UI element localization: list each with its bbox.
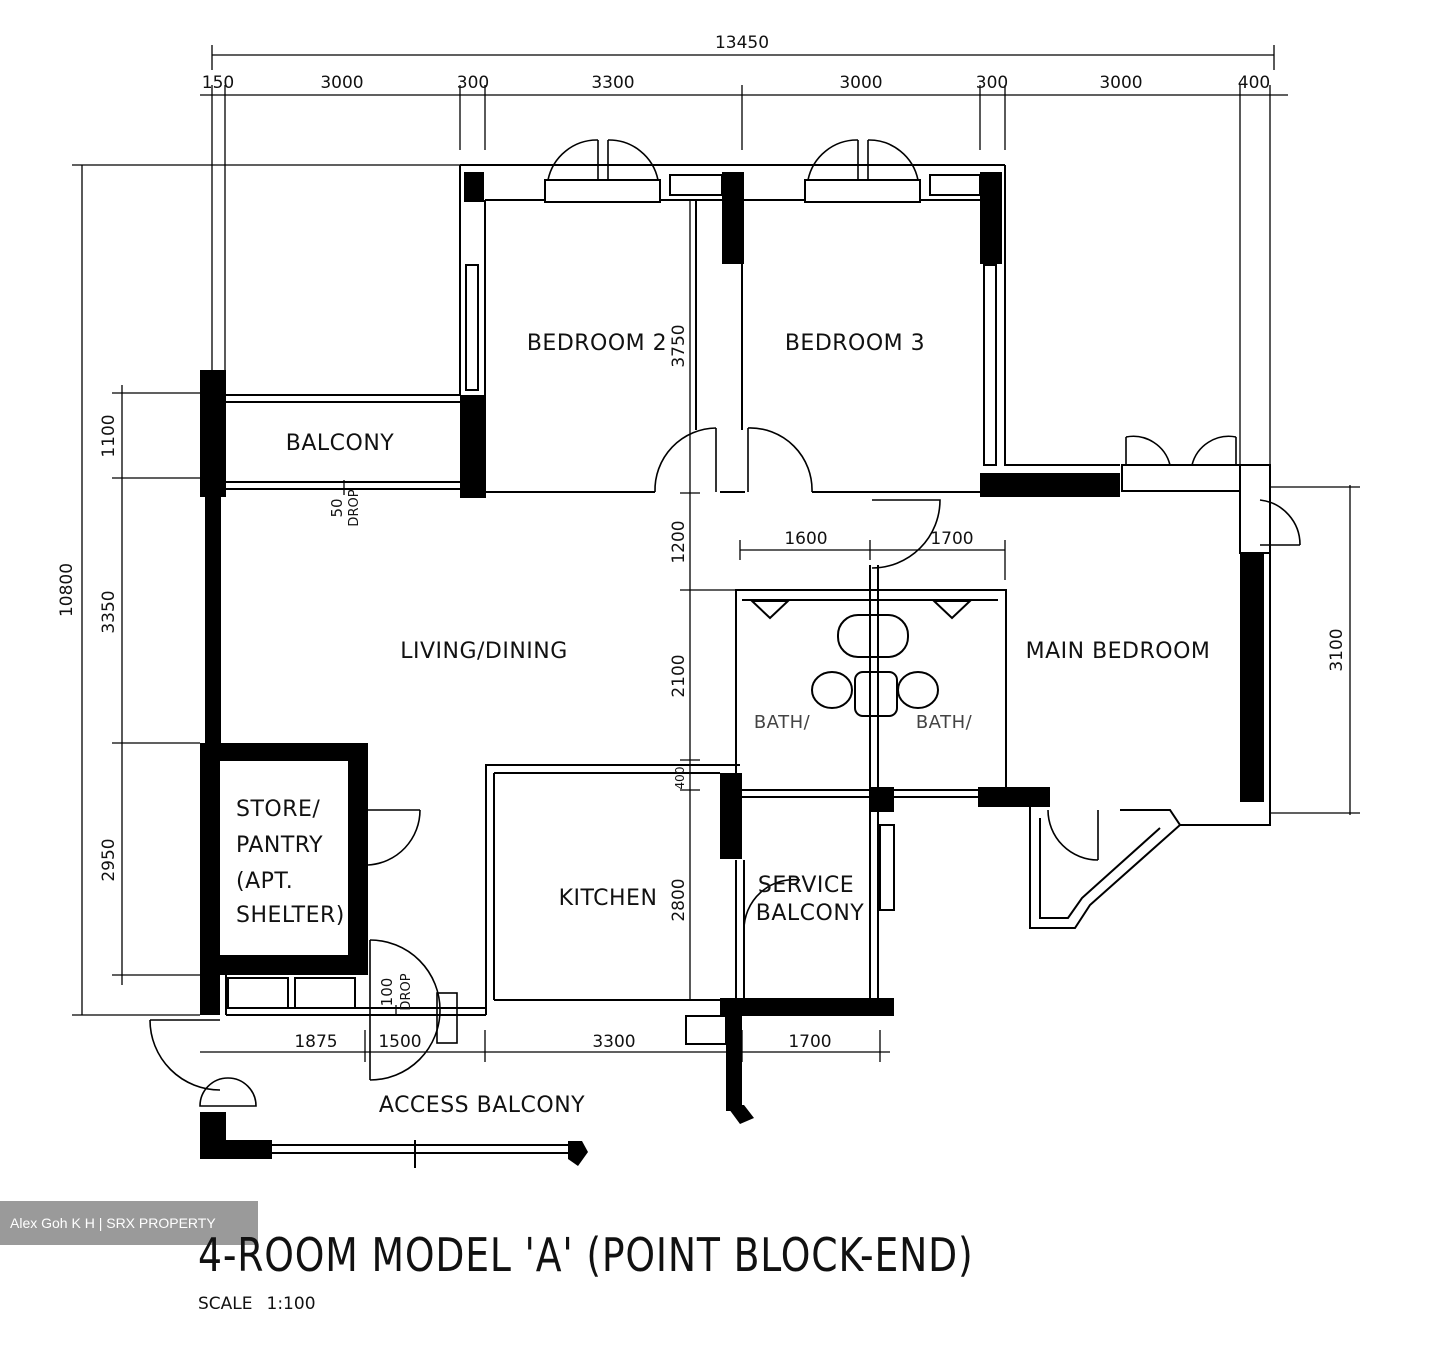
dim-bottom-4: 1700 [788, 1032, 831, 1052]
label-bath-1: BATH/ [754, 712, 811, 733]
dim-left-overall: 10800 [57, 563, 77, 617]
thick-walls [200, 172, 1264, 1166]
dim-bath-width-1: 1600 [784, 529, 827, 549]
thin-walls [225, 164, 1271, 1168]
note-drop-50-label: DROP [347, 489, 362, 526]
watermark: Alex Goh K H | SRX PROPERTY [0, 1201, 258, 1245]
label-service-balcony-1: SERVICE [758, 873, 854, 898]
dim-top-4: 3300 [591, 73, 634, 93]
dim-top-8: 400 [1238, 73, 1270, 93]
dim-overall-width: 13450 [715, 33, 769, 53]
scale-value: 1:100 [266, 1294, 316, 1314]
note-drop-100-value: 100 [378, 978, 396, 1007]
top-dimension-lines [200, 45, 1288, 465]
dim-left-3: 2950 [99, 838, 119, 881]
dim-bath-width-2: 1700 [930, 529, 973, 549]
label-living-dining: LIVING/DINING [400, 639, 568, 664]
label-balcony: BALCONY [286, 431, 395, 456]
label-bath-2: BATH/ [916, 712, 973, 733]
dim-bedroom-depth: 3750 [669, 324, 689, 367]
dim-top-2: 3000 [320, 73, 363, 93]
label-store-4: SHELTER) [236, 903, 345, 928]
dim-bottom-1: 1875 [294, 1032, 337, 1052]
note-drop-50-value: 50 [328, 498, 346, 517]
dim-kitchen-gap: 400 [673, 767, 687, 790]
label-service-balcony-2: BALCONY [756, 901, 865, 926]
dim-top-3: 300 [457, 73, 489, 93]
dim-top-1: 150 [202, 73, 234, 93]
dim-top-7: 3000 [1099, 73, 1142, 93]
label-store-3: (APT. [236, 869, 293, 894]
left-dimension-lines [72, 164, 470, 1016]
dim-bottom-3: 3300 [592, 1032, 635, 1052]
floor-plan: 13450 150 3000 300 3300 3000 300 3000 40… [57, 33, 1360, 1168]
dim-left-1: 1100 [99, 414, 119, 457]
dim-bottom-2: 1500 [378, 1032, 421, 1052]
dim-kitchen-depth: 2800 [669, 878, 689, 921]
dim-main-bedroom-depth: 3100 [1327, 628, 1347, 671]
doors [149, 139, 1301, 1107]
label-main-bedroom: MAIN BEDROOM [1026, 639, 1211, 664]
plan-title: 4-ROOM MODEL 'A' (POINT BLOCK-END) [198, 1228, 974, 1282]
label-store-2: PANTRY [236, 833, 323, 858]
scale-label: SCALE [198, 1294, 253, 1314]
dim-corridor: 1200 [669, 520, 689, 563]
label-store-1: STORE/ [236, 797, 320, 822]
label-kitchen: KITCHEN [559, 886, 658, 911]
label-access-balcony: ACCESS BALCONY [379, 1093, 585, 1118]
note-drop-100-label: DROP [399, 973, 414, 1010]
label-bedroom-3: BEDROOM 3 [785, 331, 925, 356]
label-bedroom-2: BEDROOM 2 [527, 331, 667, 356]
dim-left-2: 3350 [99, 590, 119, 633]
dim-top-6: 300 [976, 73, 1008, 93]
dim-top-5: 3000 [839, 73, 882, 93]
plan-scale: SCALE 1:100 [198, 1294, 330, 1314]
interior-dimension-lines [680, 200, 1360, 1000]
dim-bath-depth: 2100 [669, 654, 689, 697]
